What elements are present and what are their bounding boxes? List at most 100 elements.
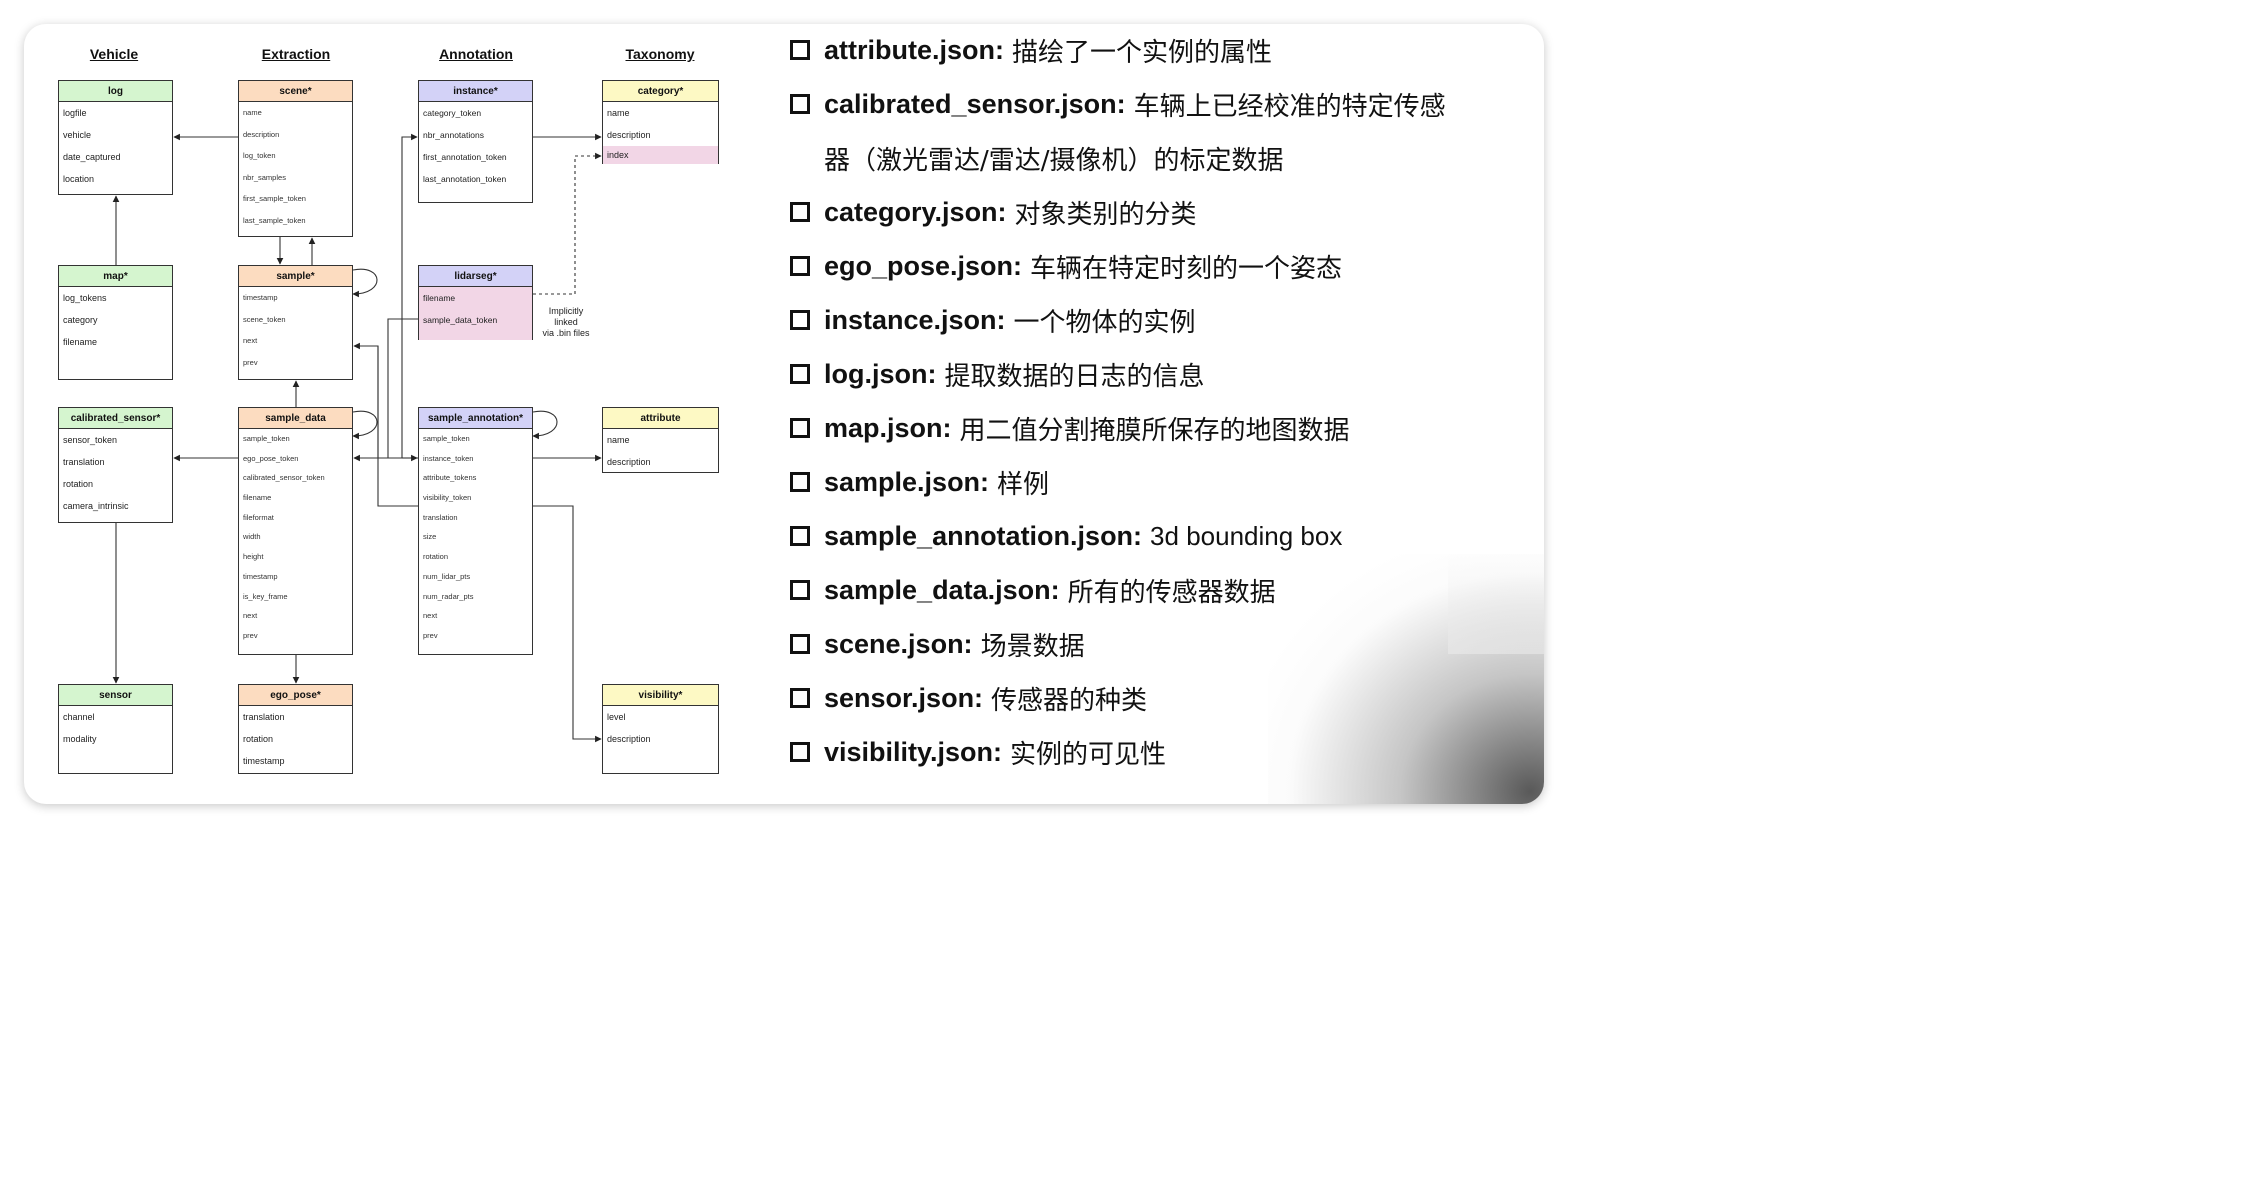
- file-name: sample_annotation.json:: [824, 520, 1143, 551]
- file-name: sensor.json:: [824, 682, 984, 713]
- list-item: scene.json: 场景数据: [790, 624, 1085, 664]
- file-description: 实例的可见性: [1010, 739, 1167, 770]
- field-sample-token: sample_token: [243, 434, 290, 443]
- field-logfile: logfile: [63, 108, 87, 118]
- file-description-continued: 器（激光雷达/雷达/摄像机）的标定数据: [824, 145, 1284, 176]
- field-description: description: [243, 129, 280, 139]
- table-sample-annotation: sample_annotation* sample_token instance…: [418, 407, 533, 655]
- field-log-token: log_token: [243, 151, 276, 160]
- field-rotation: rotation: [63, 479, 94, 489]
- field-first-sample-token: first_sample_token: [243, 194, 306, 203]
- field-name: name: [607, 108, 630, 118]
- file-description-list: attribute.json: 描绘了一个实例的属性 calibrated_se…: [784, 24, 1544, 804]
- field-index: index: [603, 146, 718, 164]
- file-description: 车辆上已经校准的特定传感: [1133, 91, 1446, 122]
- arrow-annotation-to-sample: [353, 342, 418, 459]
- arrow-sample-self: [352, 268, 378, 298]
- table-instance: instance* category_token nbr_annotations…: [418, 80, 533, 203]
- checkbox-icon: [790, 40, 810, 60]
- field-camera-intrinsic: camera_intrinsic: [63, 501, 129, 511]
- field-next: next: [243, 611, 258, 621]
- field-name: name: [607, 435, 630, 445]
- field-description: description: [607, 130, 651, 140]
- table-scene: scene* name description log_token nbr_sa…: [238, 80, 353, 237]
- field-width: width: [243, 532, 261, 542]
- table-category-title: category*: [603, 81, 718, 102]
- table-sample-data-title: sample_data: [239, 408, 352, 429]
- column-header-taxonomy: Taxonomy: [625, 46, 695, 62]
- field-channel: channel: [63, 712, 95, 722]
- table-map: map* log_tokens category filename: [58, 265, 173, 380]
- field-prev: prev: [243, 630, 258, 640]
- field-scene-token: scene_token: [243, 314, 286, 324]
- table-sample-data: sample_data sample_token ego_pose_token …: [238, 407, 353, 655]
- checkbox-icon: [790, 256, 810, 276]
- table-sensor: sensor channel modality: [58, 684, 173, 774]
- field-next: next: [243, 336, 258, 345]
- list-item: instance.json: 一个物体的实例: [790, 300, 1196, 340]
- table-calibrated-sensor-title: calibrated_sensor*: [59, 408, 172, 429]
- field-name: name: [243, 108, 262, 117]
- field-visibility-token: visibility_token: [423, 493, 472, 503]
- checkbox-icon: [790, 526, 810, 546]
- field-next: next: [423, 611, 438, 621]
- file-description: 用二值分割掩膜所保存的地图数据: [959, 415, 1350, 446]
- arrow-annotation-to-visibility: [533, 505, 602, 743]
- field-translation: translation: [243, 712, 285, 722]
- file-name: visibility.json:: [824, 736, 1003, 767]
- schema-diagram: Vehicle Extraction Annotation Taxonomy l…: [24, 24, 784, 804]
- table-sensor-title: sensor: [59, 685, 172, 706]
- field-sample-data-token: sample_data_token: [419, 309, 532, 340]
- field-translation: translation: [63, 457, 105, 467]
- field-description: description: [607, 734, 651, 744]
- field-timestamp: timestamp: [243, 293, 278, 302]
- field-num-lidar-pts: num_lidar_pts: [423, 571, 471, 581]
- list-item: sample_annotation.json: 3d bounding box: [790, 516, 1342, 556]
- list-item: sample_data.json: 所有的传感器数据: [790, 570, 1276, 610]
- field-filename: filename: [419, 287, 532, 309]
- arrow-annotation-self: [532, 410, 558, 440]
- field-instance-token: instance_token: [423, 453, 474, 463]
- table-visibility: visibility* level description: [602, 684, 719, 774]
- field-rotation: rotation: [423, 552, 449, 562]
- file-description: 传感器的种类: [991, 685, 1148, 716]
- field-nbr-annotations: nbr_annotations: [423, 130, 484, 140]
- table-log: log logfile vehicle date_captured locati…: [58, 80, 173, 195]
- list-item: visibility.json: 实例的可见性: [790, 732, 1166, 772]
- field-category: category: [63, 315, 98, 325]
- table-instance-title: instance*: [419, 81, 532, 102]
- table-lidarseg: lidarseg* filename sample_data_token: [418, 265, 533, 340]
- field-date-captured: date_captured: [63, 152, 121, 162]
- field-filename: filename: [243, 493, 272, 503]
- list-item: calibrated_sensor.json: 车辆上已经校准的特定传感: [790, 84, 1446, 124]
- implicit-link-note: Implicitly linked via .bin files: [531, 306, 601, 339]
- table-sample-title: sample*: [239, 266, 352, 287]
- table-category: category* name description index: [602, 80, 719, 164]
- field-location: location: [63, 174, 95, 184]
- table-attribute: attribute name description: [602, 407, 719, 473]
- field-fileformat: fileformat: [243, 512, 274, 522]
- table-sample-annotation-title: sample_annotation*: [419, 408, 532, 429]
- field-is-key-frame: is_key_frame: [243, 591, 288, 601]
- field-size: size: [423, 532, 437, 542]
- file-name: instance.json:: [824, 304, 1006, 335]
- checkbox-icon: [790, 688, 810, 708]
- field-num-radar-pts: num_radar_pts: [423, 591, 474, 601]
- checkbox-icon: [790, 94, 810, 114]
- field-last-annotation-token: last_annotation_token: [423, 174, 507, 184]
- table-lidarseg-title: lidarseg*: [419, 266, 532, 287]
- field-translation: translation: [423, 512, 458, 522]
- list-item: attribute.json: 描绘了一个实例的属性: [790, 30, 1272, 70]
- checkbox-icon: [790, 418, 810, 438]
- field-prev: prev: [243, 357, 258, 367]
- table-attribute-title: attribute: [603, 408, 718, 429]
- note-line: via .bin files: [542, 328, 590, 338]
- file-name: category.json:: [824, 196, 1007, 227]
- list-item: sensor.json: 传感器的种类: [790, 678, 1147, 718]
- field-timestamp: timestamp: [243, 756, 285, 766]
- arrow-sample-data-self: [352, 410, 378, 440]
- field-vehicle: vehicle: [63, 130, 92, 140]
- note-line: Implicitly: [548, 306, 584, 316]
- arrow-sample-to-annotation-loop: [377, 346, 418, 507]
- file-name: attribute.json:: [824, 34, 1004, 65]
